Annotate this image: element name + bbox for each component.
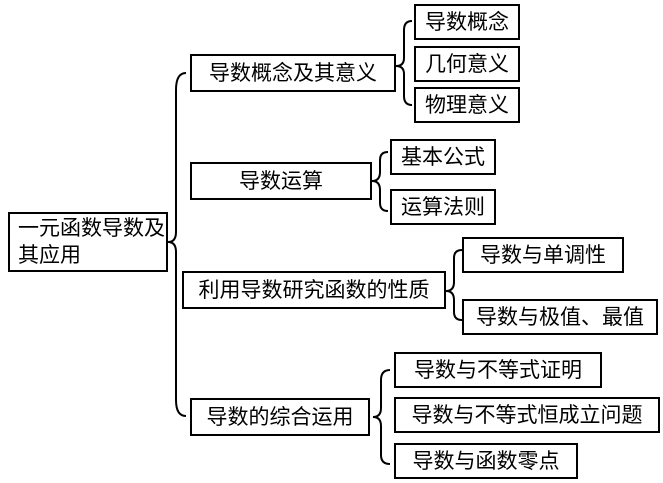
branch-node-derivative-operations: 导数运算 xyxy=(190,162,372,200)
root-brace xyxy=(167,72,187,417)
leaf-node-inequality-always-holds: 导数与不等式恒成立问题 xyxy=(394,397,660,433)
leaf-node-extrema: 导数与极值、最值 xyxy=(462,299,658,335)
branch-node-derivative-concept-meaning: 导数概念及其意义 xyxy=(190,54,396,92)
leaf-node-function-zeros: 导数与函数零点 xyxy=(394,443,578,479)
brace-branch-3 xyxy=(445,249,463,321)
branch-node-function-properties: 利用导数研究函数的性质 xyxy=(182,271,446,309)
leaf-node-physical-meaning: 物理意义 xyxy=(414,87,520,123)
branch-node-comprehensive-application: 导数的综合运用 xyxy=(190,398,370,436)
brace-branch-2 xyxy=(371,151,389,212)
brace-branch-4 xyxy=(372,369,391,465)
leaf-node-derivative-concept: 导数概念 xyxy=(414,4,520,40)
leaf-node-monotonicity: 导数与单调性 xyxy=(462,237,624,273)
leaf-node-basic-formulas: 基本公式 xyxy=(390,139,496,175)
leaf-node-operation-rules: 运算法则 xyxy=(390,189,496,225)
brace-branch-1 xyxy=(395,20,413,106)
root-node: 一元函数导数及其应用 xyxy=(8,212,168,272)
leaf-node-inequality-proof: 导数与不等式证明 xyxy=(394,352,602,388)
leaf-node-geometric-meaning: 几何意义 xyxy=(414,46,520,82)
